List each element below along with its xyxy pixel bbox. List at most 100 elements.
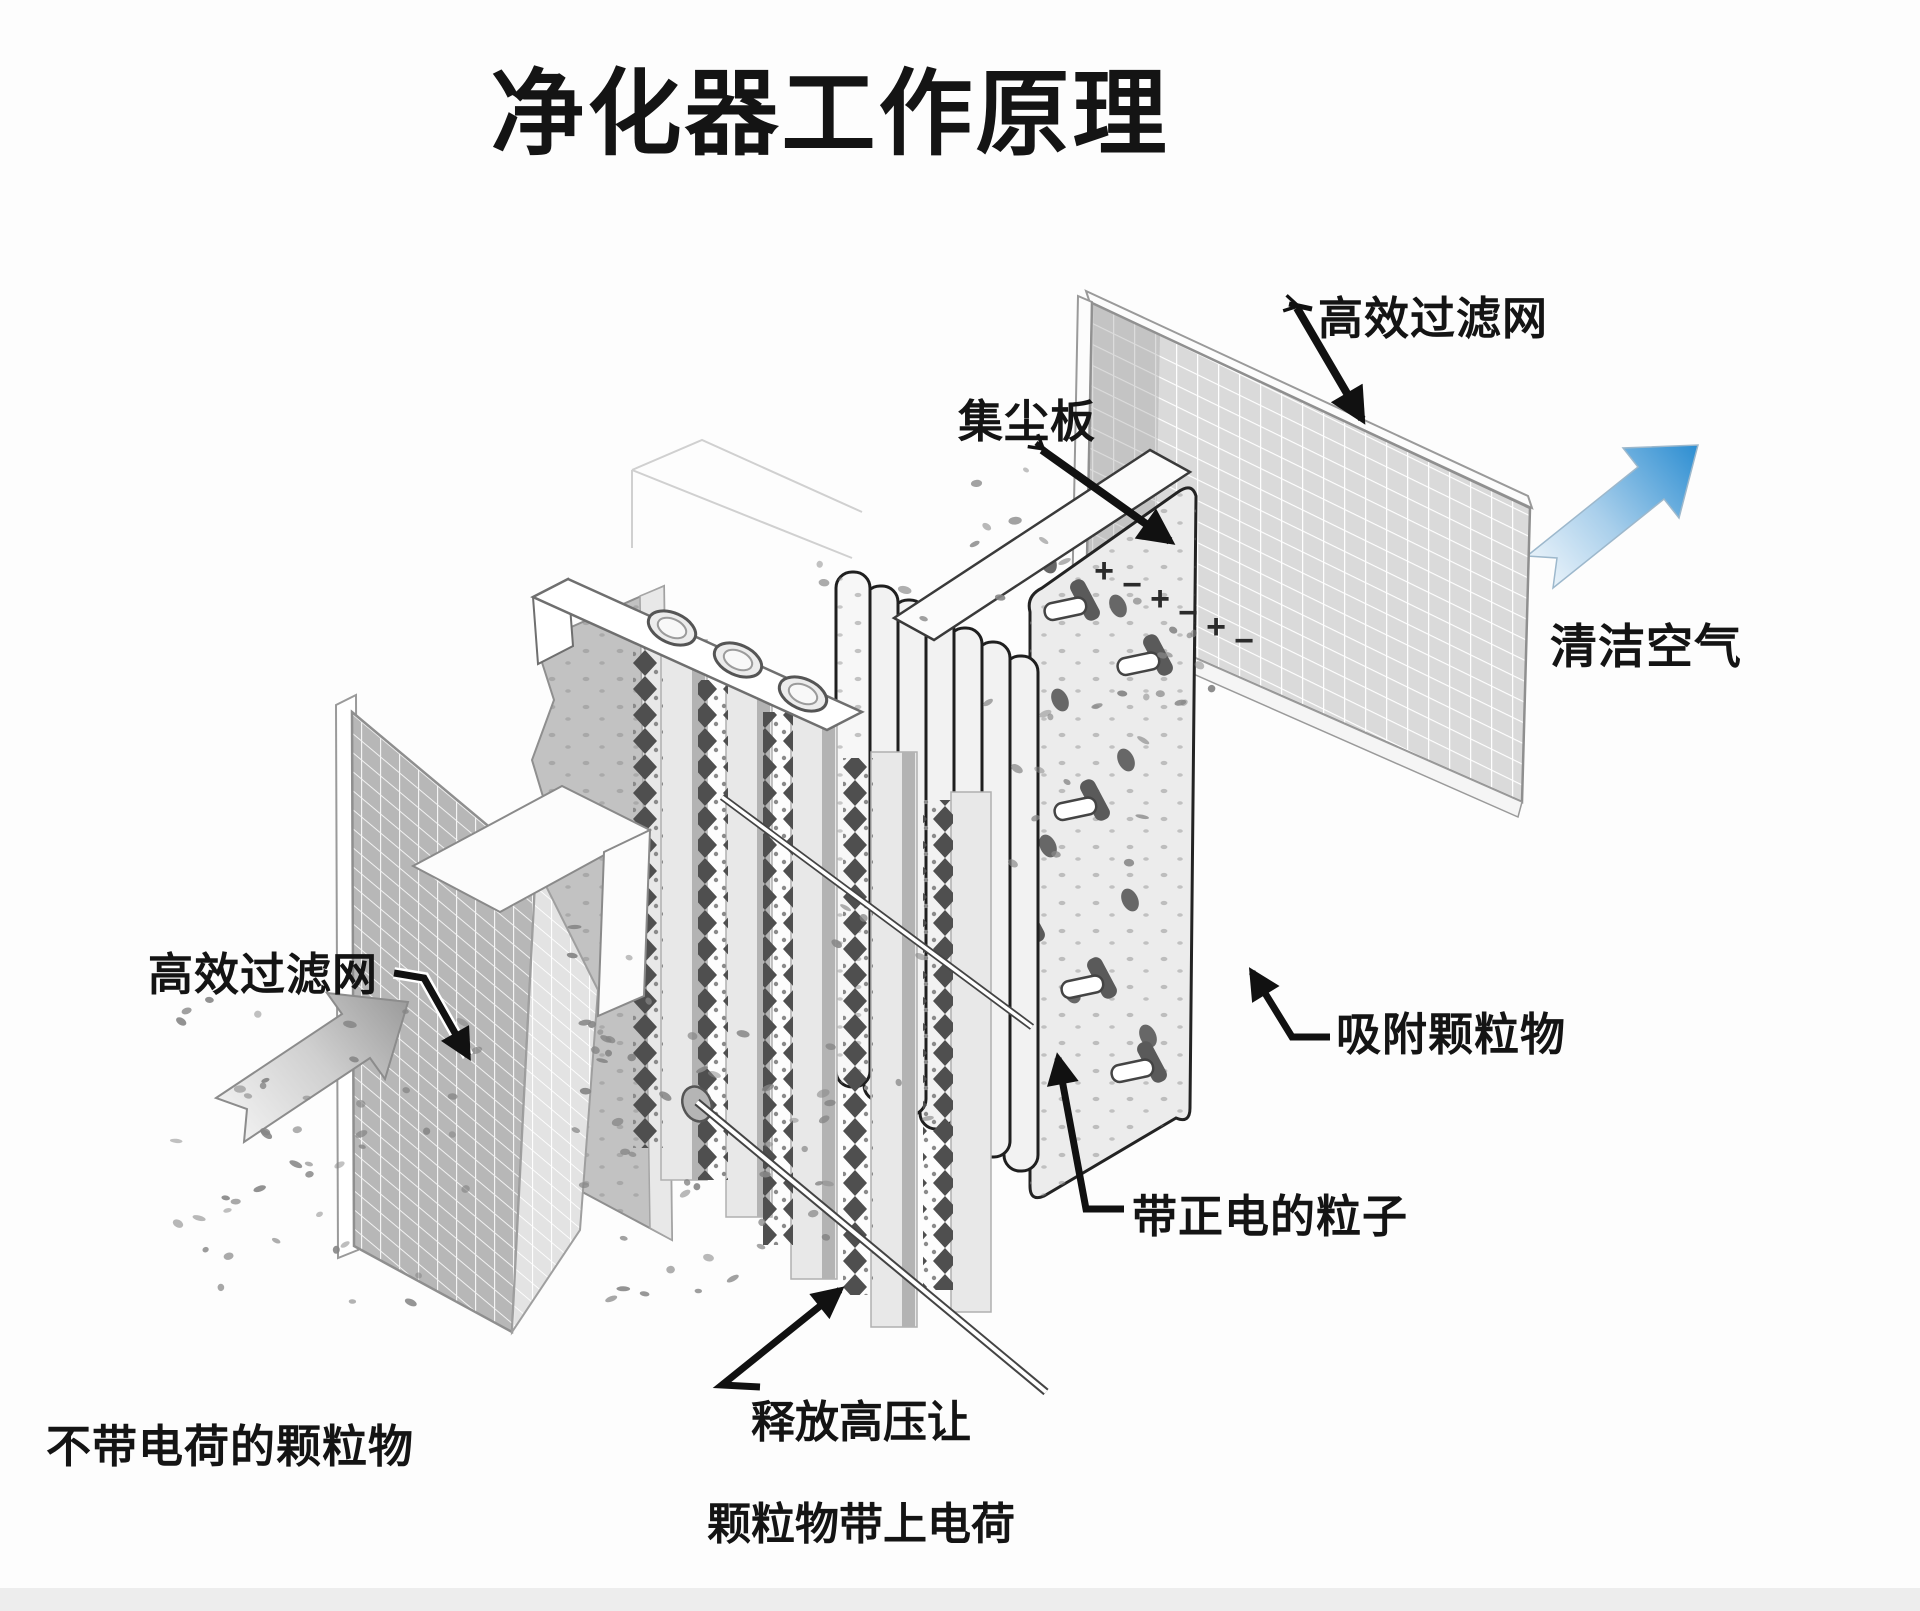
dust-dot <box>172 1219 184 1228</box>
dust-dot <box>628 1151 637 1157</box>
dust-dot <box>761 1084 775 1092</box>
dust-dot <box>895 1078 902 1087</box>
dust-dot <box>616 1286 631 1292</box>
dust-dot <box>243 1093 253 1099</box>
polarity-sign: − <box>1234 622 1254 660</box>
dust-dot <box>358 1144 366 1149</box>
dust-dot <box>471 1046 483 1055</box>
dust-dot <box>1137 736 1150 745</box>
dust-dot <box>683 1179 691 1186</box>
dust-dot <box>1034 766 1045 774</box>
dust-dot <box>693 1183 701 1191</box>
dust-dot <box>763 1141 774 1147</box>
dust-dot <box>596 1058 608 1063</box>
dust-dot <box>259 1082 267 1090</box>
dust-dot <box>1023 467 1029 473</box>
label-uncharged-particles: 不带电荷的颗粒物 <box>46 1421 415 1472</box>
dust-dot <box>223 1208 232 1213</box>
leader-hepa-top <box>1293 305 1366 425</box>
dust-dot <box>1135 814 1149 820</box>
label-hepa-filter-top: 高效过滤网 <box>1318 293 1549 344</box>
dust-dot <box>1039 536 1049 545</box>
label-discharge-line1: 释放高压让 <box>751 1398 971 1447</box>
dust-dot <box>919 616 928 622</box>
dust-dot <box>627 1053 636 1062</box>
label-clean-air: 清洁空气 <box>1550 620 1742 673</box>
dust-dot <box>703 1253 714 1262</box>
dust-dot <box>1063 778 1071 786</box>
dust-dot <box>402 1009 409 1014</box>
dust-dot <box>1157 652 1167 659</box>
dust-dot <box>666 1265 675 1274</box>
dust-dot <box>605 1049 612 1057</box>
plate-polarity-signs: + − + − + − <box>1094 552 1254 660</box>
insulator-bar <box>530 577 865 732</box>
dust-dot <box>1058 557 1071 566</box>
dust-dot <box>694 1288 702 1294</box>
label-dust-collection-plate: 集尘板 <box>958 396 1097 447</box>
dust-dot <box>1123 858 1135 867</box>
dust-dot <box>816 1089 830 1098</box>
label-adsorb-particles: 吸附颗粒物 <box>1336 1009 1567 1060</box>
dust-dot <box>254 1010 262 1018</box>
filter-corner-frame <box>410 784 653 1018</box>
leader-arrows <box>393 304 1366 1391</box>
label-hepa-filter-left: 高效过滤网 <box>148 949 379 1000</box>
page-title: 净化器工作原理 <box>490 61 1170 166</box>
dust-dot <box>620 1148 630 1156</box>
dust-dot <box>840 904 852 912</box>
polarity-sign: + <box>1094 552 1114 590</box>
dust-dot <box>639 1291 650 1297</box>
dust-dot <box>202 1246 209 1253</box>
dust-dot <box>448 1131 456 1138</box>
dust-particles <box>169 467 1216 1307</box>
dust-dot <box>821 1180 834 1187</box>
dust-dot <box>825 1043 836 1050</box>
dust-dot <box>1091 703 1103 709</box>
dust-dot <box>217 1283 225 1292</box>
dust-dot <box>789 1117 799 1123</box>
dust-dot <box>821 1233 831 1241</box>
dust-dot <box>597 1029 604 1035</box>
collector-end-plate <box>971 486 1198 1200</box>
dust-dot <box>824 1099 836 1107</box>
dust-dot <box>921 1115 934 1121</box>
dust-dot <box>679 1189 691 1198</box>
dust-dot <box>355 1130 368 1138</box>
dust-dot <box>814 1181 824 1186</box>
dust-dot <box>340 1241 350 1248</box>
dust-dot <box>233 1085 246 1093</box>
dust-dot <box>422 1127 431 1135</box>
dust-dot <box>348 1299 357 1304</box>
dust-dot <box>456 1018 469 1027</box>
dust-dot <box>611 1117 624 1127</box>
dust-dot <box>316 1211 323 1218</box>
dust-dot <box>605 1295 618 1303</box>
dust-dot <box>349 1056 359 1063</box>
leader-discharge <box>712 1286 845 1391</box>
dust-dot <box>659 1091 672 1101</box>
dust-dot <box>1165 652 1173 658</box>
dust-dot <box>897 585 912 594</box>
dust-dot <box>758 1218 766 1227</box>
dust-dot <box>1117 690 1128 697</box>
dust-dot <box>696 1066 708 1073</box>
polarity-sign: + <box>1150 580 1170 618</box>
dust-dot <box>726 1274 739 1283</box>
dust-dot <box>1051 851 1061 858</box>
dust-dot <box>983 698 993 707</box>
dust-dot <box>759 1171 771 1178</box>
dust-dot <box>566 952 578 959</box>
dust-dot <box>1039 709 1052 718</box>
polarity-sign: + <box>1206 608 1226 646</box>
dust-dot <box>404 1298 417 1307</box>
dust-dot <box>831 939 842 949</box>
polarity-sign: − <box>1178 594 1198 632</box>
leader-positive <box>1046 1052 1124 1213</box>
dust-dot <box>302 1095 311 1101</box>
dust-dot <box>970 479 983 488</box>
dust-dot <box>332 1245 340 1254</box>
clean-air-arrow <box>1525 444 1699 590</box>
dust-dot <box>1132 597 1142 605</box>
